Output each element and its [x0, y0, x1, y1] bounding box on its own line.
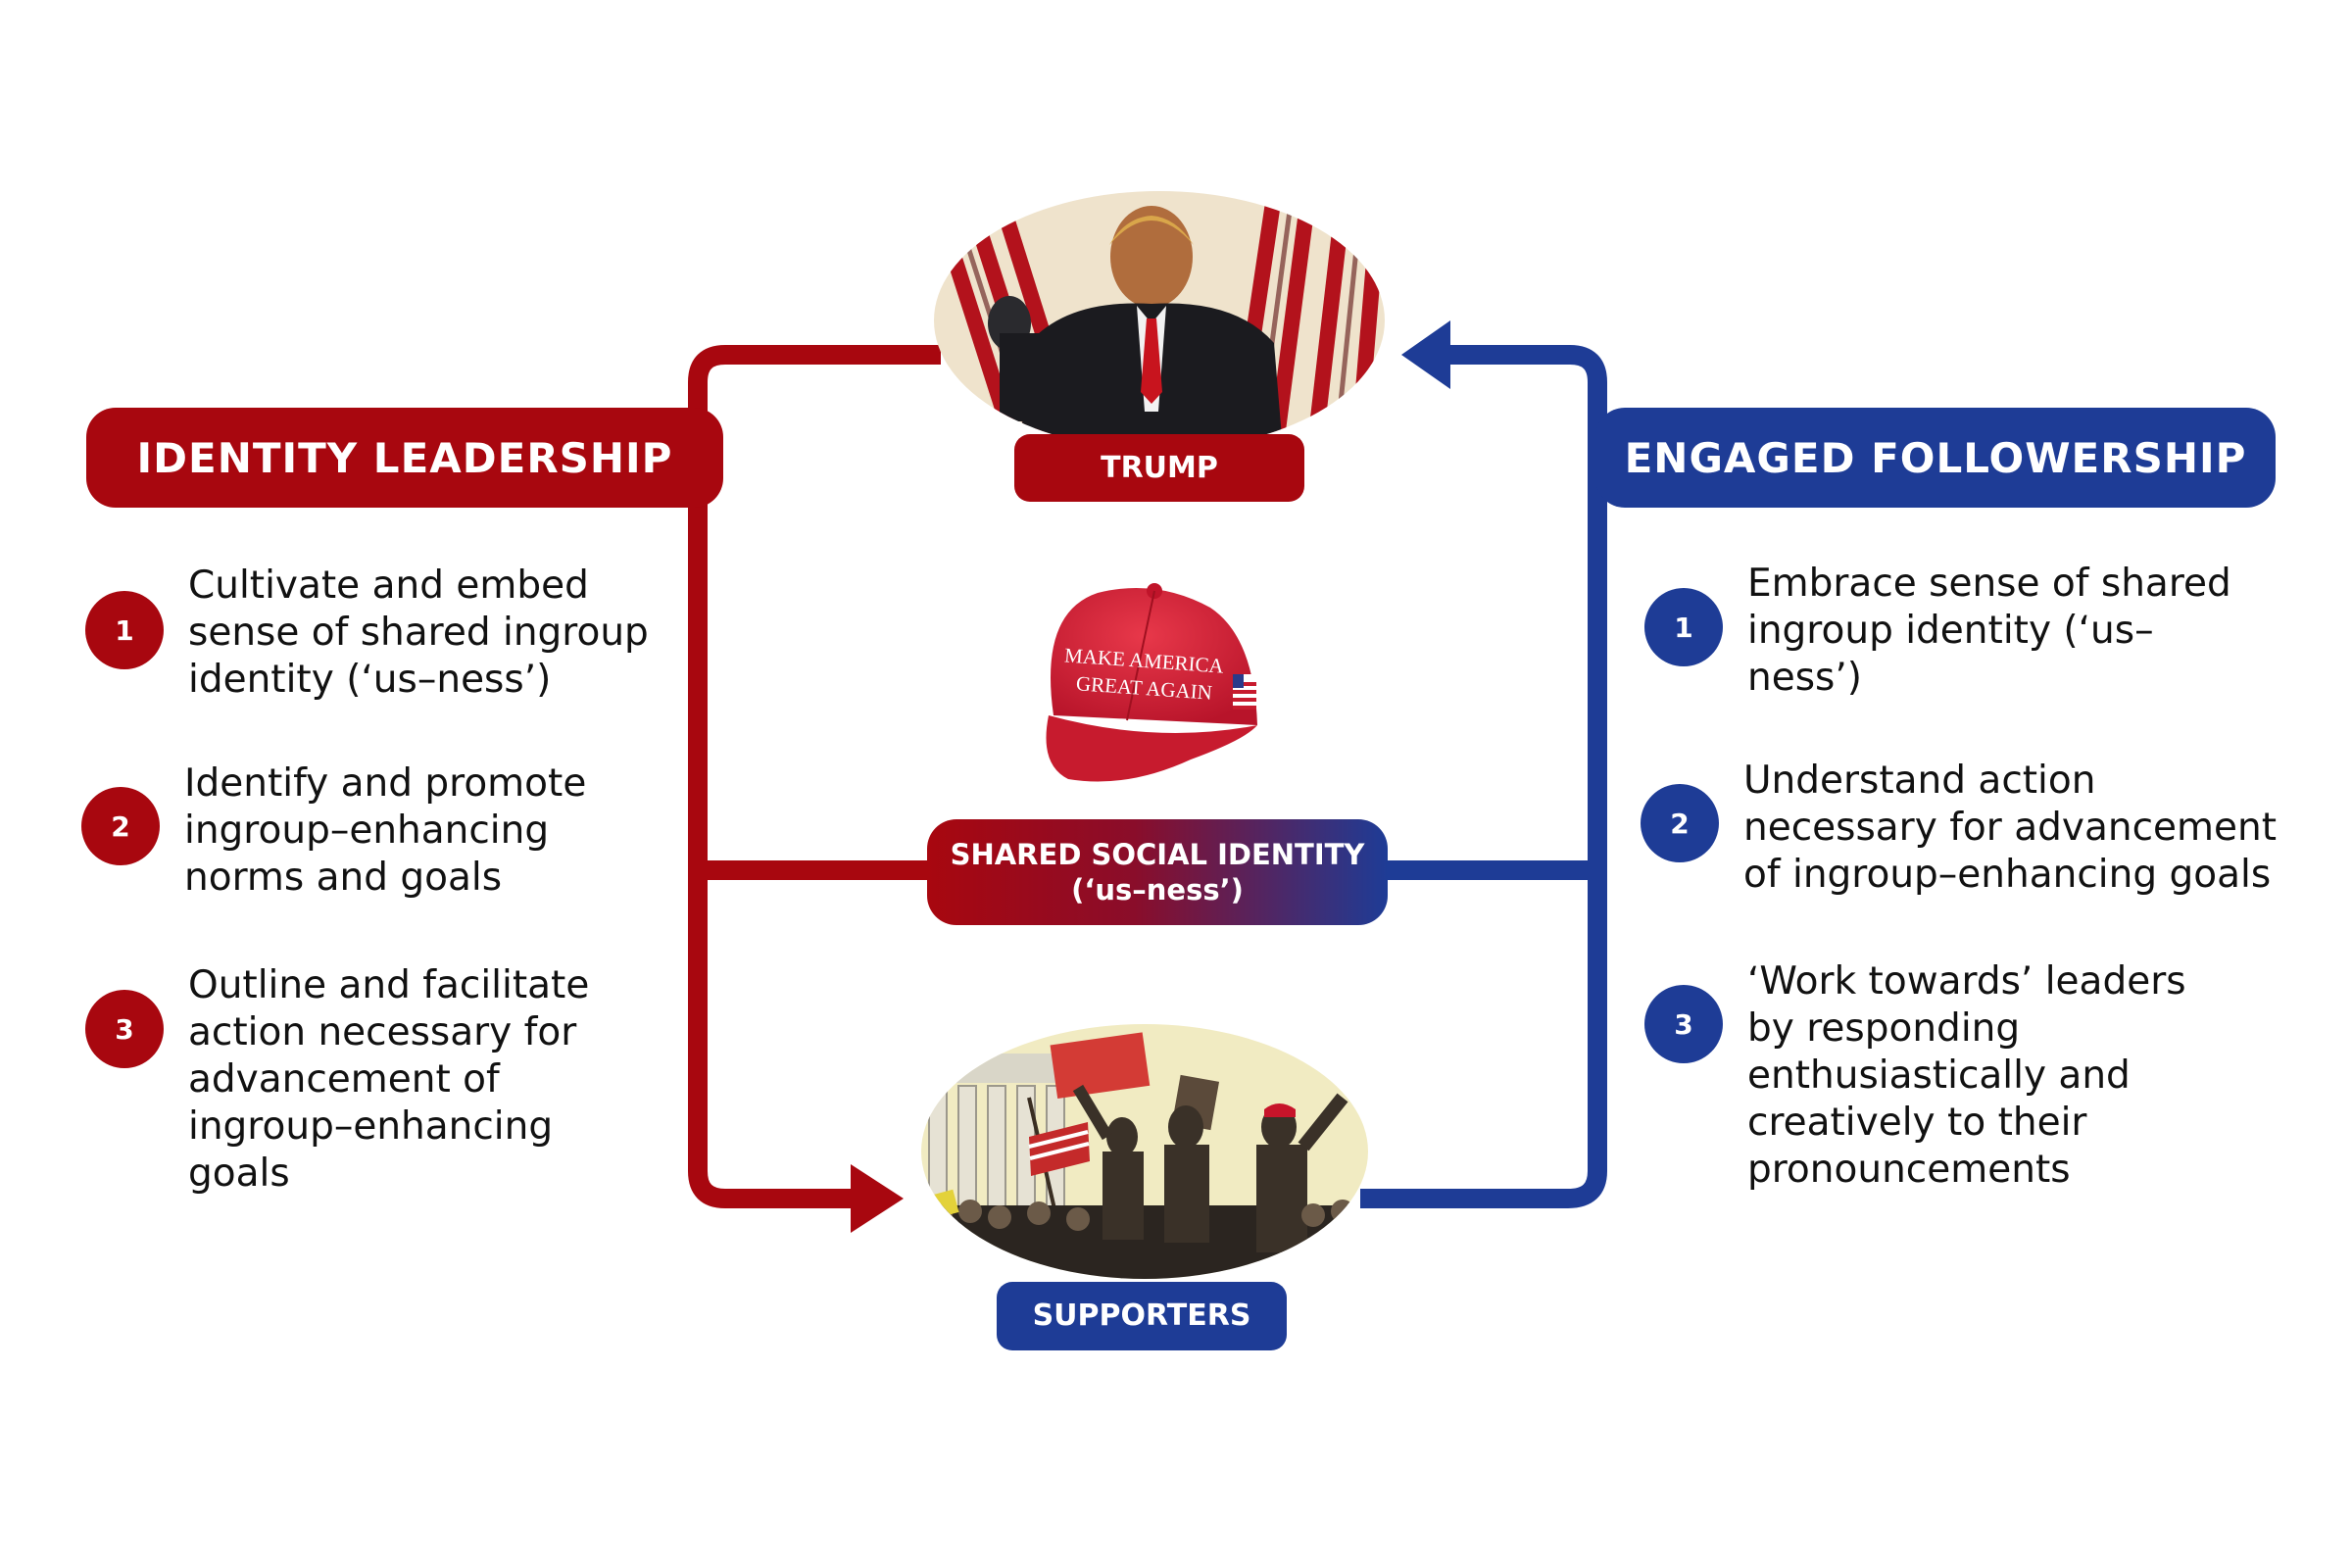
right-step-text-3: ‘Work towards’ leaders by responding ent… — [1747, 959, 2186, 1192]
supporters-tag — [997, 1282, 1287, 1350]
left-step-circles — [81, 591, 164, 1068]
left-step-text-2: Identify and promote ingroup–enhancing n… — [184, 761, 587, 900]
right-step-circle-1 — [1644, 588, 1723, 666]
leader-photo — [934, 191, 1385, 450]
right-step-text-1: Embrace sense of shared ingroup identity… — [1747, 562, 2231, 700]
left-step-text-3: Outline and facilitate action necessary … — [188, 963, 590, 1196]
left-step-circle-2 — [81, 787, 160, 865]
maga-hat-icon: MAKE AMERICA GREAT AGAIN — [1046, 583, 1257, 782]
right-step-circles — [1641, 588, 1723, 1063]
followership-connector — [1352, 345, 1617, 1208]
arrow-to-supporters-icon — [851, 1164, 904, 1233]
identity-leadership-title: IDENTITY LEADERSHIP — [136, 433, 673, 482]
engaged-followership-title: ENGAGED FOLLOWERSHIP — [1624, 433, 2247, 482]
shared-identity-label: SHARED SOCIAL IDENTITY (‘us–ness’) — [927, 819, 1388, 925]
left-step-number-1: 1 — [115, 613, 134, 647]
supporters-photo — [921, 1024, 1368, 1279]
trump-tag — [1014, 434, 1304, 502]
right-step-text-2: Understand action necessary for advancem… — [1743, 759, 2278, 897]
right-step-number-2: 2 — [1670, 807, 1690, 840]
right-step-circle-2 — [1641, 784, 1719, 862]
left-step-number-3: 3 — [115, 1012, 134, 1046]
trump-label-text: TRUMP — [1101, 450, 1218, 485]
left-step-circle-3 — [85, 990, 164, 1068]
left-step-circle-1 — [85, 591, 164, 669]
shared-social-identity-badge — [927, 819, 1388, 925]
shared-identity-label-line2: (‘us–ness’) — [1071, 873, 1244, 906]
right-step-number-1: 1 — [1674, 611, 1693, 644]
left-step-text-1: Cultivate and embed sense of shared ingr… — [188, 564, 649, 702]
shared-identity-label-line1: SHARED SOCIAL IDENTITY — [950, 837, 1365, 871]
engaged-followership-header — [1595, 408, 2276, 508]
leadership-connector — [686, 345, 941, 1208]
arrow-to-leader-icon — [1401, 320, 1450, 389]
right-step-circle-3 — [1644, 985, 1723, 1063]
right-step-number-3: 3 — [1674, 1007, 1693, 1041]
supporters-label-text: SUPPORTERS — [1032, 1298, 1251, 1334]
identity-leadership-header — [86, 408, 723, 508]
left-step-number-2: 2 — [111, 809, 130, 843]
trump-label: TRUMP — [1014, 434, 1304, 502]
supporters-label: SUPPORTERS — [997, 1282, 1287, 1350]
